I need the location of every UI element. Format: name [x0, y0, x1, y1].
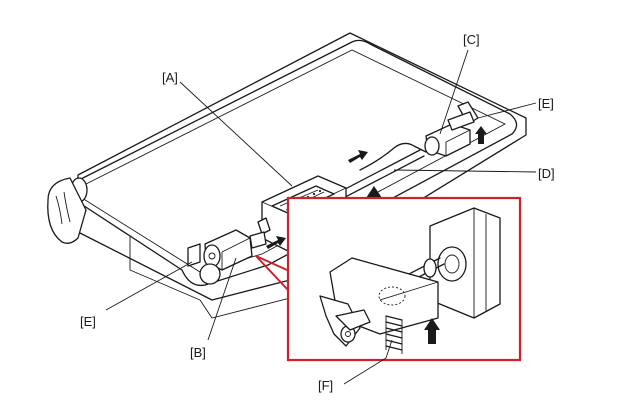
leader-f	[343, 339, 393, 385]
arrow-up-right	[475, 126, 487, 144]
label-f: [F]	[318, 378, 333, 393]
label-a: [A]	[162, 70, 178, 85]
arrow-up-detail	[424, 318, 440, 344]
left-end-cap	[47, 177, 87, 244]
label-e-left: [E]	[80, 314, 96, 329]
right-bracket	[424, 101, 479, 157]
leader-c	[439, 49, 469, 135]
leader-b	[207, 257, 237, 341]
left-bracket	[187, 229, 267, 285]
cable	[359, 142, 427, 171]
leader-e-right	[477, 102, 537, 119]
label-e-right: [E]	[538, 96, 554, 111]
leader-a	[179, 81, 293, 187]
leader-lines	[105, 49, 537, 385]
detail-view	[319, 207, 501, 354]
spring	[385, 315, 403, 354]
leader-e-left	[105, 261, 193, 311]
label-d: [D]	[538, 166, 555, 181]
arrow-bracket-left	[266, 236, 286, 249]
arrow-shaft-right	[348, 150, 368, 163]
label-c: [C]	[463, 32, 480, 47]
leader-d	[393, 169, 537, 173]
label-b: [B]	[190, 345, 206, 360]
